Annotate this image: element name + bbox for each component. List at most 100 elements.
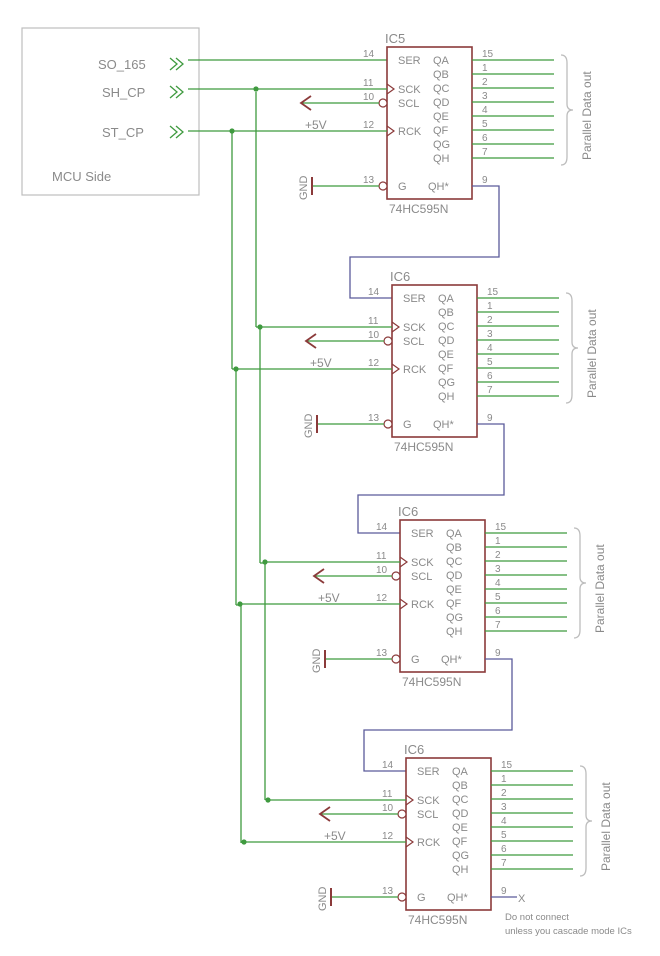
pin-name-ser: SER	[398, 55, 421, 67]
no-connect-note: unless you cascade mode ICs	[505, 926, 632, 937]
pin-name-sck: SCK	[417, 795, 440, 807]
pin-number: 10	[368, 330, 380, 341]
pin-number: 13	[363, 175, 375, 186]
ic-name: IC5	[385, 31, 405, 46]
mcu-signal-label: SO_165	[98, 57, 146, 72]
pin-name-sck: SCK	[403, 322, 426, 334]
pin-number: 9	[501, 886, 507, 897]
vcc-arrow-icon	[312, 568, 325, 584]
junction-dot	[262, 559, 268, 565]
pin-name-qf: QF	[452, 836, 468, 848]
pin-name-qd: QD	[452, 808, 469, 820]
pin-number: 2	[501, 788, 507, 799]
pin-number: 1	[501, 774, 507, 785]
pin-name-qb: QB	[438, 307, 454, 319]
pin-name-qc: QC	[452, 794, 469, 806]
pin-number: 9	[482, 175, 488, 186]
pin-name-qh-star: QH*	[447, 892, 469, 904]
pin-name-qa: QA	[452, 766, 469, 778]
output-brace	[573, 527, 587, 639]
pin-name-qf: QF	[438, 363, 454, 375]
clock-marker-icon	[386, 125, 396, 137]
pin-name-qh: QH	[438, 391, 455, 403]
pin-name-sck: SCK	[411, 557, 434, 569]
inverted-input-bubble	[397, 892, 407, 902]
no-connect-marker: X	[518, 893, 526, 905]
pin-name-qb: QB	[446, 542, 462, 554]
pin-name-scl: SCL	[411, 571, 432, 583]
inverted-input-bubble	[378, 98, 388, 108]
cascade-net	[363, 658, 513, 772]
pin-name-rck: RCK	[411, 599, 435, 611]
ic-part-number: 74HC595N	[394, 440, 453, 454]
gnd-label: GND	[298, 176, 310, 201]
pin-number: 9	[495, 648, 501, 659]
cascade-net	[357, 423, 505, 534]
ic-name: IC6	[390, 269, 410, 284]
pin-number: 7	[487, 385, 493, 396]
output-brace	[560, 54, 574, 166]
output-brace	[579, 765, 593, 877]
clock-marker-icon	[391, 321, 401, 333]
pin-name-ser: SER	[417, 766, 440, 778]
pin-number: 13	[376, 648, 388, 659]
pin-number: 2	[495, 550, 501, 561]
pin-number: 5	[487, 357, 493, 368]
pin-name-qe: QE	[438, 349, 454, 361]
ic-part-number: 74HC595N	[408, 913, 467, 927]
pin-name-rck: RCK	[417, 837, 441, 849]
pin-name-qh-star: QH*	[441, 654, 463, 666]
connector-chevron-icon	[175, 125, 184, 139]
pin-number: 2	[482, 77, 488, 88]
pin-name-ser: SER	[403, 293, 426, 305]
mcu-label: MCU Side	[52, 169, 111, 184]
vcc-label: +5V	[305, 118, 327, 132]
pin-number: 11	[376, 551, 387, 562]
pin-number: 12	[376, 593, 388, 604]
pin-name-scl: SCL	[417, 809, 438, 821]
pin-number: 10	[382, 803, 394, 814]
pin-number: 3	[487, 329, 493, 340]
gnd-label: GND	[303, 414, 315, 439]
pin-name-scl: SCL	[398, 98, 419, 110]
mcu-signal-label: SH_CP	[102, 85, 145, 100]
pin-number: 1	[487, 301, 493, 312]
pin-name-qc: QC	[433, 83, 450, 95]
output-label: Parallel Data out	[585, 309, 599, 398]
ic-body	[399, 519, 486, 673]
pin-number: 6	[495, 606, 501, 617]
pin-name-qh: QH	[433, 153, 450, 165]
output-label: Parallel Data out	[593, 544, 607, 633]
junction-dot	[253, 86, 259, 92]
pin-number: 14	[382, 760, 394, 771]
vcc-arrow-icon	[299, 95, 312, 111]
vcc-arrow-icon	[318, 806, 331, 822]
pin-name-g: G	[411, 654, 420, 666]
pin-name-qc: QC	[446, 556, 463, 568]
junction-dot	[241, 839, 247, 845]
pin-number: 9	[487, 413, 493, 424]
ic-name: IC6	[398, 504, 418, 519]
connector-chevron-icon	[169, 57, 178, 71]
pin-number: 14	[368, 287, 380, 298]
pin-number: 14	[376, 522, 388, 533]
pin-number: 10	[363, 92, 375, 103]
pin-number: 11	[368, 316, 379, 327]
pin-name-qh-star: QH*	[433, 419, 455, 431]
output-label: Parallel Data out	[580, 71, 594, 160]
pin-name-qa: QA	[433, 55, 450, 67]
clock-marker-icon	[399, 598, 409, 610]
clock-marker-icon	[386, 83, 396, 95]
cascade-net	[349, 185, 500, 299]
pin-name-qh-star: QH*	[428, 181, 450, 193]
inverted-input-bubble	[378, 181, 388, 191]
mcu-box	[21, 27, 200, 196]
pin-number: 13	[382, 886, 394, 897]
pin-name-qf: QF	[446, 598, 462, 610]
pin-name-qf: QF	[433, 125, 449, 137]
inverted-input-bubble	[383, 419, 393, 429]
pin-number: 2	[487, 315, 493, 326]
pin-name-qg: QG	[433, 139, 450, 151]
pin-name-qd: QD	[446, 570, 463, 582]
pin-name-qh: QH	[452, 864, 469, 876]
